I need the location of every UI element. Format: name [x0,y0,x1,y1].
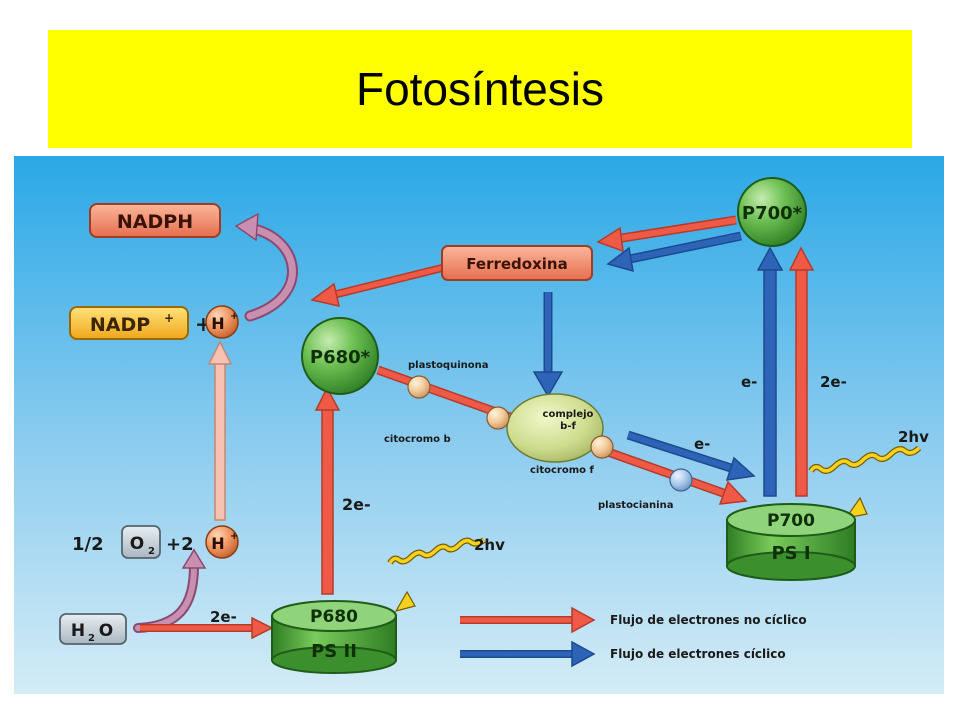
nadp-box: NADP + [69,306,189,340]
legend-cyclic-label: Flujo de electrones cíclico [610,647,786,661]
complex-bf: complejo b-f [506,393,604,463]
p680-label: P680 [310,607,358,627]
diagram-canvas: NADPH NADP + + H + Ferredoxina P700* P68… [14,156,944,694]
two-e-right-label: 2e- [820,373,847,391]
proton-ball-bottom: H + [205,525,239,559]
proton-ball-top: H + [205,305,239,339]
nadp-superscript: + [164,311,174,325]
e-right-label: e- [741,373,757,391]
water-o-label: O [99,621,113,641]
proton-top-sup: + [230,311,238,322]
legend: Flujo de electrones no cíclico Flujo de … [460,606,807,668]
ps2-label: PS II [311,641,357,662]
p700-excited-label: P700* [742,203,803,224]
legend-noncyclic-arrow [460,606,596,634]
p700-to-ferredoxin-blue-arrow [606,231,742,273]
complex-label-line1: complejo [543,409,594,420]
half-label: 1/2 [72,534,104,555]
nadph-box: NADPH [89,203,221,238]
p680-excited-ball: P680* [301,317,379,395]
plastoquinone-ball [407,375,431,399]
title-band: Fotosíntesis [48,30,912,148]
p680-excited-label: P680* [310,347,371,368]
oxygen-label: O [130,534,144,554]
proton-up-arrow [207,340,233,521]
light-arrow-ps2 [387,537,486,612]
ps1-to-p700-blue-arrow [756,246,784,497]
cytochrome-b-label: citocromo b [384,434,451,445]
slide-title: Fotosíntesis [356,63,604,115]
nadph-curve-arrow [234,212,298,322]
complex-to-p700-blue-arrow [626,430,756,481]
plastoquinone-label: plastoquinona [408,360,489,371]
proton-bottom-sup: + [230,531,238,542]
water-subscript: 2 [88,633,95,644]
proton-top-label: H [211,314,224,333]
p700-excited-ball: P700* [737,177,807,247]
oxygen-subscript: 2 [148,546,155,557]
ps2-to-p680-arrow [314,386,341,595]
ferredoxin-to-nadp-arrow [310,264,443,307]
nadph-label: NADPH [117,211,193,233]
ps1-label: PS I [771,543,810,564]
plus-two-label: +2 [166,534,194,555]
photosynthesis-diagram: NADPH NADP + + H + Ferredoxina P700* P68… [14,156,944,694]
plastocyanin-label: plastocianina [598,500,673,511]
two-hv-bottom-label: 2hv [474,536,505,554]
ferredoxin-label: Ferredoxina [466,255,567,273]
ps1-to-p700-red-arrow [788,246,815,497]
light-arrow-ps1 [808,445,922,519]
plastocyanin-ball [669,468,693,492]
complex-label-line2: b-f [560,421,576,432]
two-e-water-label: 2e- [210,608,237,626]
water-h-label: H [71,621,85,641]
p700-to-ferredoxin-red-arrow [596,215,737,253]
ps1-cylinder: P700 PS I [726,503,856,581]
legend-cyclic-arrow [460,640,596,668]
cytochrome-b-ball [486,406,510,430]
cytochrome-f-label: citocromo f [530,465,595,476]
oxygen-box: O 2 [121,525,161,559]
cytochrome-f-ball [590,435,614,459]
water-box: H 2 O [59,613,127,645]
water-to-ps2-arrow [140,616,274,640]
proton-bottom-label: H [211,534,224,553]
ferredoxin-to-complex-arrow [532,292,564,398]
nadp-label: NADP [90,314,150,336]
e-mid-label: e- [694,435,710,453]
two-e-left-label: 2e- [342,495,371,514]
p700-label: P700 [767,511,815,531]
ps2-cylinder: P680 PS II [271,600,397,674]
ferredoxin-box: Ferredoxina [441,245,593,281]
two-hv-top-label: 2hv [898,428,929,446]
legend-noncyclic-label: Flujo de electrones no cíclico [610,613,807,627]
